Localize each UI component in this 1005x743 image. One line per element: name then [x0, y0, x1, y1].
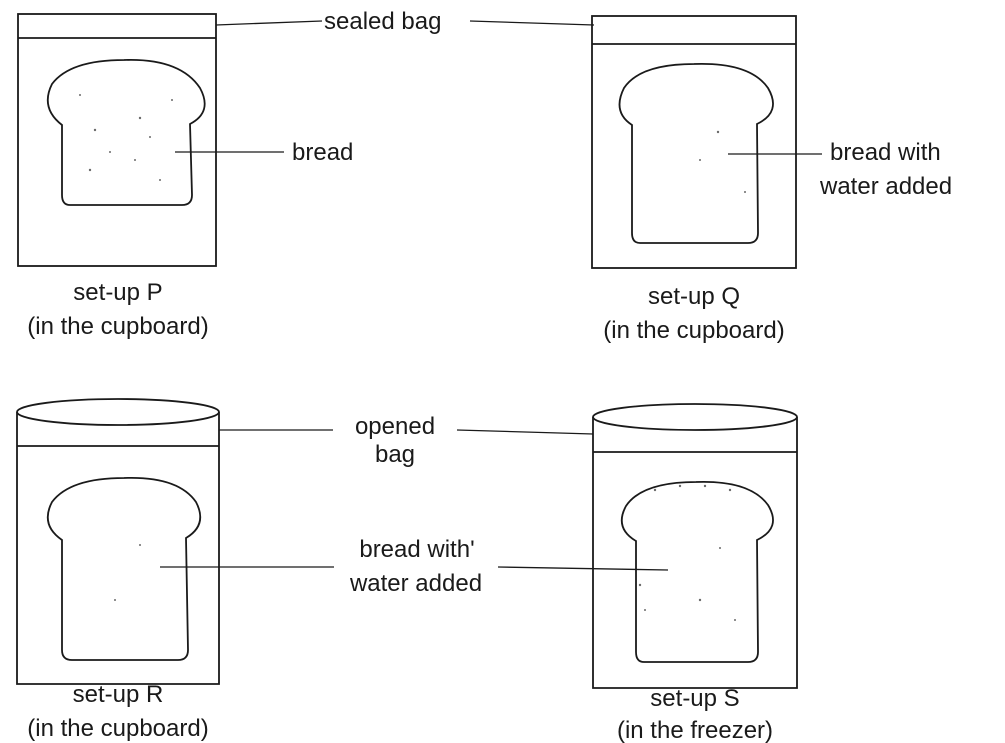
setup-p-name: set-up P [73, 279, 162, 306]
sealed-bag-label: sealed bag [324, 8, 441, 35]
setup-s-name: set-up S [650, 685, 739, 712]
bread-slice-r [46, 476, 202, 661]
bag-opening-r [16, 398, 220, 426]
setup-q-name: set-up Q [648, 283, 740, 310]
opened-bag-label-line1: opened [355, 413, 435, 440]
sealed-bag-p [17, 13, 217, 267]
setup-r-name: set-up R [73, 681, 164, 708]
bread-slice-s [620, 480, 774, 663]
setup-s-location: (in the freezer) [617, 717, 773, 743]
opened-bag-r [16, 412, 220, 685]
setup-r [16, 398, 220, 685]
bread-slice-q [618, 62, 774, 244]
setup-p-location: (in the cupboard) [27, 313, 208, 340]
opened-bag-s [592, 417, 798, 689]
bread-slice-p [46, 59, 206, 206]
setup-q [591, 15, 797, 269]
sealed-bag-leader-left [215, 20, 323, 26]
sealed-bag-leader-right [469, 20, 595, 26]
bread-water-label-q-line1: bread with [830, 139, 941, 166]
bread-label: bread [292, 139, 353, 166]
opened-bag-label-line2: bag [375, 441, 415, 468]
bag-opening-s [592, 403, 798, 431]
setup-p [17, 13, 217, 267]
leader-lines [160, 20, 822, 571]
setup-r-location: (in the cupboard) [27, 715, 208, 742]
bread-water-leader-s [497, 566, 669, 571]
bread-water-label-rs-line1: bread with' [359, 536, 474, 563]
setup-q-location: (in the cupboard) [603, 317, 784, 344]
opened-bag-leader-right [456, 429, 594, 435]
bread-water-label-rs-line2: water added [349, 570, 482, 597]
sealed-bag-q [591, 15, 797, 269]
bread-water-label-q-line2: water added [819, 173, 952, 200]
setup-s [592, 403, 798, 689]
